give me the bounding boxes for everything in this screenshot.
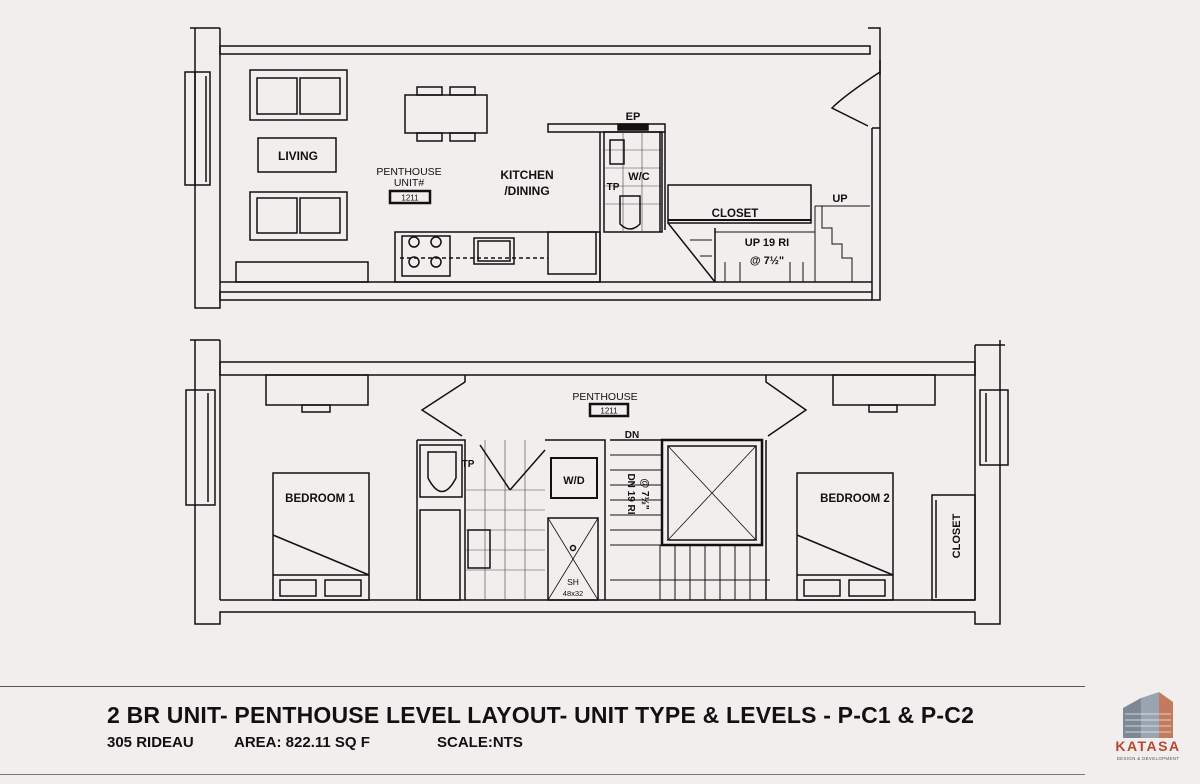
label-penthouse-unit: PENTHOUSE (376, 166, 441, 178)
label-tp-lower: TP (462, 459, 475, 470)
brand-name: KATASA (1115, 738, 1181, 754)
label-wd: W/D (563, 475, 584, 487)
lower-floor (185, 339, 1009, 625)
scale: SCALE:NTS (437, 734, 523, 751)
sofa-bottom-icon (249, 191, 348, 241)
shower-icon (547, 517, 599, 601)
label-ep: EP (626, 111, 641, 123)
label-closet-upper: CLOSET (712, 208, 759, 220)
footer: 2 BR UNIT- PENTHOUSE LEVEL LAYOUT- UNIT … (0, 686, 1200, 784)
label-unit-number-upper: 1211 (401, 194, 419, 203)
label-closet-lower: CLOSET (951, 513, 963, 558)
bed-1-icon (272, 472, 370, 601)
label-up: UP (832, 193, 847, 205)
label-dn: DN (625, 430, 639, 441)
area: AREA: 822.11 SQ F (234, 734, 370, 751)
fridge-icon (547, 231, 597, 275)
brand-subtitle: DESIGN & DEVELOPMENT (1116, 756, 1180, 761)
label-sh-size: 48x32 (563, 589, 583, 598)
footer-divider-bottom (0, 774, 1085, 775)
label-stair-dn-2: @ 7½" (639, 478, 650, 509)
label-bedroom-2: BEDROOM 2 (820, 493, 890, 505)
label-stair-up-1: UP 19 RI (745, 237, 789, 249)
label-tp-upper: TP (607, 182, 620, 193)
bathroom-toilet-icon (427, 451, 457, 493)
dining-table-icon (404, 94, 488, 134)
label-unit-number-lower: 1211 (600, 407, 618, 416)
footer-divider-top (0, 686, 1085, 687)
kitchen-counter (394, 231, 601, 283)
toilet-icon (619, 195, 641, 230)
label-penthouse-lower: PENTHOUSE (572, 391, 637, 403)
label-living: LIVING (278, 149, 318, 163)
bed-2-icon (796, 472, 894, 601)
sofa-top-icon (249, 69, 348, 121)
washer-dryer-icon (550, 457, 598, 499)
label-wc: W/C (628, 171, 649, 183)
label-sh: SH (567, 577, 579, 587)
label-stair-dn-1: DN 19 RI (625, 473, 636, 514)
vanity-sink-icon (467, 529, 491, 569)
address: 305 RIDEAU (107, 734, 194, 751)
upper-floor (184, 27, 881, 309)
katasa-logo-icon (1123, 692, 1173, 738)
floor-plan: LIVING PENTHOUSE UNIT# 1211 KITCHEN /DIN… (184, 27, 1009, 625)
label-unit-hash: UNIT# (394, 177, 424, 189)
plan-title: 2 BR UNIT- PENTHOUSE LEVEL LAYOUT- UNIT … (107, 702, 975, 728)
sink-icon (473, 237, 515, 265)
label-bedroom-1: BEDROOM 1 (285, 493, 355, 505)
label-stair-up-2: @ 7½" (750, 255, 784, 267)
label-dining: /DINING (504, 184, 549, 198)
label-kitchen: KITCHEN (500, 168, 553, 182)
